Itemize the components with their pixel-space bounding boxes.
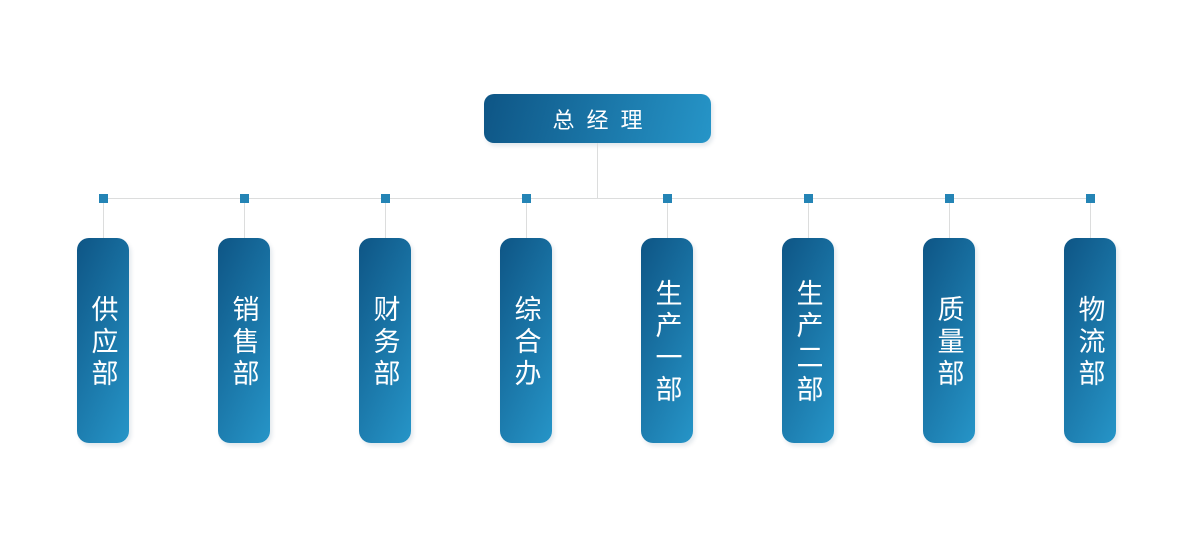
connector-vertical-line <box>948 203 950 238</box>
connector-square <box>98 194 108 203</box>
dept-node-production-2: 生产二部 <box>782 238 834 443</box>
dept-label: 财务部 <box>369 295 400 391</box>
dept-node-quality: 质量部 <box>923 238 975 443</box>
org-column-sales: 销售部 <box>218 194 270 443</box>
connector-vertical-line <box>666 203 668 238</box>
dept-node-supply: 供应部 <box>77 238 129 443</box>
dept-label: 物流部 <box>1074 295 1105 391</box>
dept-node-general-office: 综合办 <box>500 238 552 443</box>
org-column-quality: 质量部 <box>923 194 975 443</box>
connector-vertical-line <box>525 203 527 238</box>
org-column-supply: 供应部 <box>77 194 129 443</box>
dept-label: 质量部 <box>933 295 964 391</box>
connector-vertical-line <box>807 203 809 238</box>
connector-square <box>1085 194 1095 203</box>
dept-label: 销售部 <box>228 295 259 391</box>
org-column-logistics: 物流部 <box>1064 194 1116 443</box>
root-node-label: 总经理 <box>552 107 655 133</box>
connector-square <box>239 194 249 203</box>
org-column-general-office: 综合办 <box>500 194 552 443</box>
dept-node-sales: 销售部 <box>218 238 270 443</box>
connector-square <box>803 194 813 203</box>
connector-vertical-line <box>384 203 386 238</box>
connector-square <box>521 194 531 203</box>
org-column-finance: 财务部 <box>359 194 411 443</box>
connector-vertical-line <box>243 203 245 238</box>
connector-horizontal-line <box>103 198 1091 199</box>
dept-label: 供应部 <box>87 295 118 391</box>
dept-node-production-1: 生产一部 <box>641 238 693 443</box>
root-connector-vertical-line <box>597 143 598 198</box>
org-column-production-1: 生产一部 <box>641 194 693 443</box>
dept-label: 综合办 <box>510 295 541 391</box>
root-node-general-manager: 总经理 <box>484 94 711 143</box>
connector-square <box>662 194 672 203</box>
dept-node-logistics: 物流部 <box>1064 238 1116 443</box>
dept-node-finance: 财务部 <box>359 238 411 443</box>
dept-label: 生产一部 <box>651 279 682 407</box>
connector-vertical-line <box>102 203 104 238</box>
connector-square <box>944 194 954 203</box>
connector-vertical-line <box>1089 203 1091 238</box>
connector-square <box>380 194 390 203</box>
dept-label: 生产二部 <box>792 279 823 407</box>
org-column-production-2: 生产二部 <box>782 194 834 443</box>
